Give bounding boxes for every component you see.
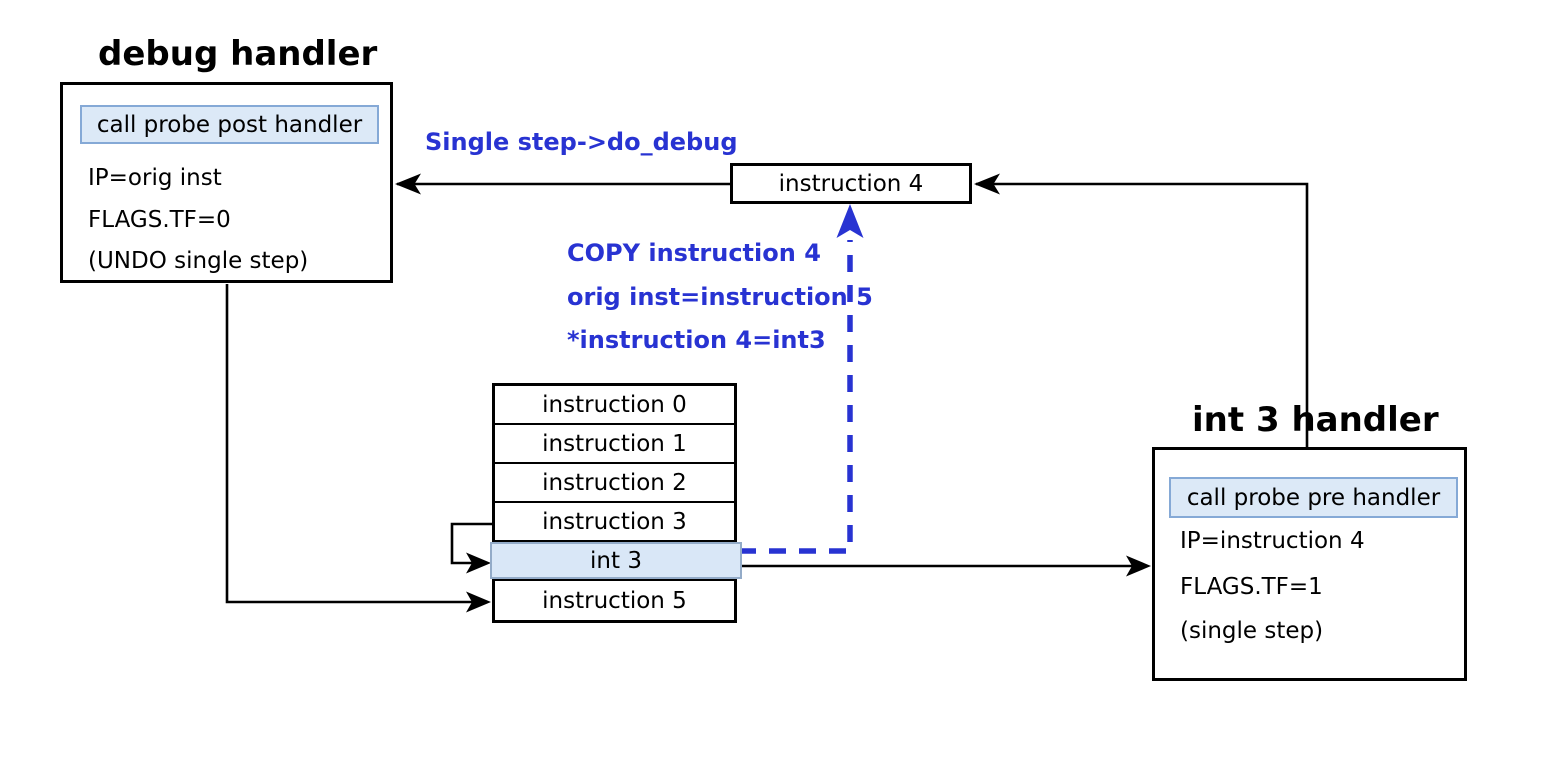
list-item-int3-row: int 3 — [490, 542, 742, 581]
instruction-list: instruction 0 instruction 1 instruction … — [490, 383, 742, 623]
int3-handler-title: int 3 handler — [1192, 400, 1439, 440]
int3-handler-line-singlestep: (single step) — [1180, 618, 1324, 644]
int3-handler-box: call probe pre handler IP=instruction 4 … — [1152, 447, 1467, 681]
debug-handler-line-undo: (UNDO single step) — [88, 248, 309, 274]
annotation-orig-inst: orig inst=instruction 5 — [567, 283, 873, 311]
debug-handler-line-ip: IP=orig inst — [88, 165, 222, 191]
debug-handler-box: call probe post handler IP=orig inst FLA… — [60, 82, 393, 283]
call-probe-post-handler-step: call probe post handler — [80, 105, 379, 144]
arrowhead-into-instruction5 — [466, 591, 491, 613]
arrowhead-into-debug-handler — [395, 173, 421, 195]
debug-handler-line-flags: FLAGS.TF=0 — [88, 207, 231, 233]
arrow-line-int3handler-to-instruction4 — [976, 182, 1309, 447]
instruction4-box: instruction 4 — [730, 163, 972, 204]
annotation-copy-instruction4: COPY instruction 4 — [567, 239, 821, 267]
list-item-instruction0: instruction 0 — [495, 386, 734, 425]
list-item-instruction1: instruction 1 — [495, 425, 734, 464]
debug-handler-title: debug handler — [98, 34, 378, 74]
arrow-line-instruction3-loop-to-int3 — [450, 522, 492, 565]
list-item-instruction2: instruction 2 — [495, 464, 734, 503]
int3-highlighted-row: int 3 — [490, 542, 742, 579]
call-probe-pre-handler-step: call probe pre handler — [1169, 477, 1458, 518]
annotation-star-instruction4: *instruction 4=int3 — [567, 326, 826, 354]
list-item-instruction3: instruction 3 — [495, 503, 734, 542]
arrowhead-into-int3-row — [466, 552, 491, 574]
arrowhead-into-instruction4 — [974, 173, 1000, 195]
int3-handler-line-flags: FLAGS.TF=1 — [1180, 574, 1323, 600]
list-item-instruction5: instruction 5 — [542, 587, 687, 614]
annotation-single-step-do-debug: Single step->do_debug — [425, 128, 738, 156]
dashed-copy-line-int3-to-instruction4 — [739, 240, 853, 554]
blue-arrowhead-up-into-instruction4 — [836, 204, 864, 238]
arrow-line-debug-to-instruction5 — [225, 284, 486, 604]
arrowhead-into-int3-handler — [1126, 555, 1151, 577]
int3-handler-line-ip: IP=instruction 4 — [1180, 528, 1365, 554]
